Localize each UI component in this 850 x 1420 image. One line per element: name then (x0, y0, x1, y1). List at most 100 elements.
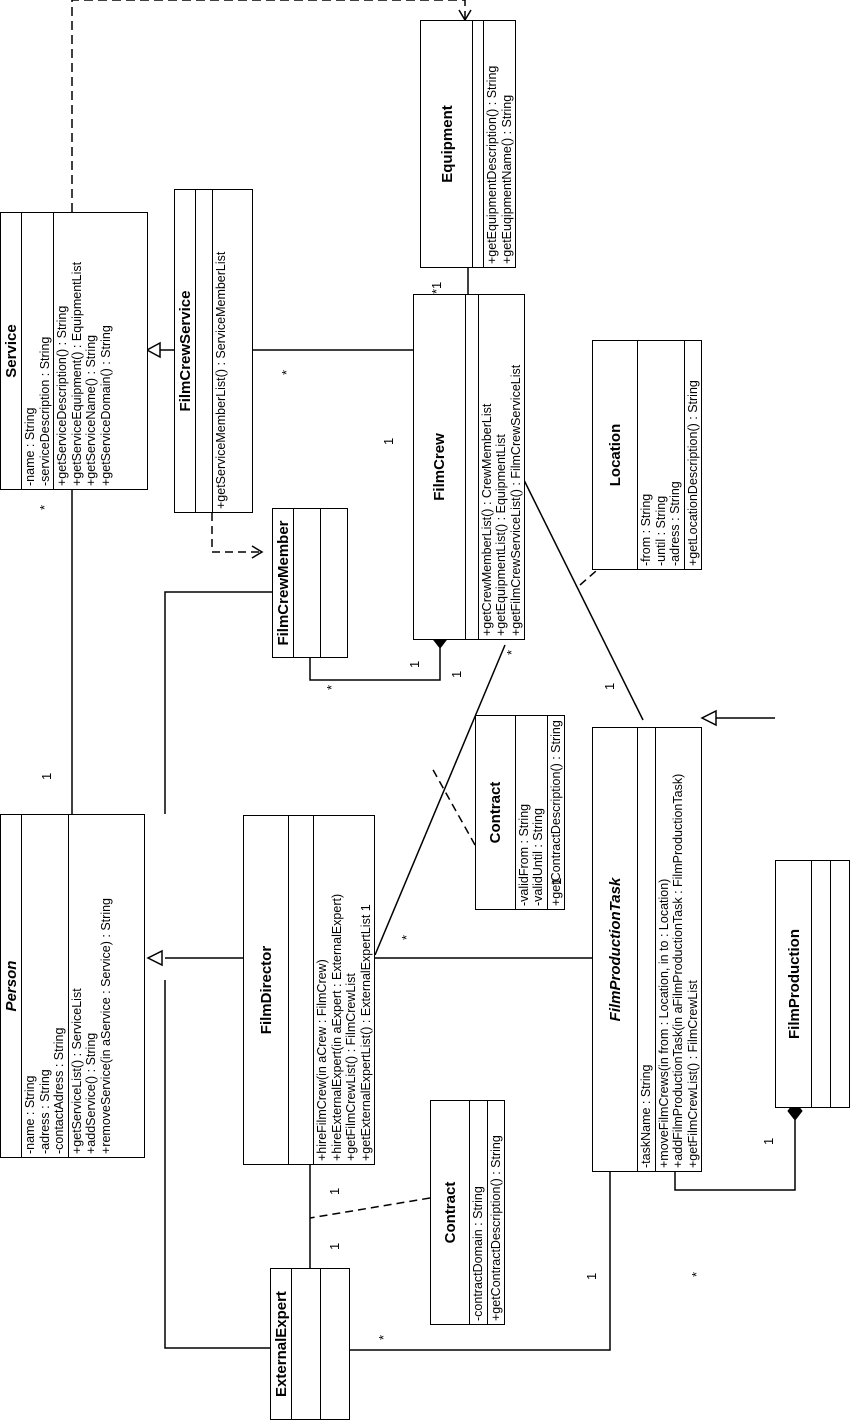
mult-fcs-filmcrew-crew: 1 (381, 437, 396, 445)
class-name: Contract (442, 1181, 459, 1244)
member-line: -validUntil : String (531, 808, 545, 906)
generalization-member-person (164, 591, 272, 814)
class-name: Contract (487, 781, 505, 844)
class-film-crew[interactable]: FilmCrew +getCrewMemberList() : CrewMemb… (413, 294, 525, 640)
mult-fcs-filmcrew-fcs: * (279, 369, 294, 375)
mult-director-task-task: 1 (549, 877, 564, 885)
member-line: +getServiceDomain() : String (98, 325, 113, 486)
member-line: +addFilmProductionTask(in aFilmProductio… (671, 773, 685, 1168)
operations-section: +moveFilmCrews(in from : Location, in to… (654, 728, 701, 1171)
attributes-section: -name : String-serviceDescription : Stri… (21, 213, 53, 489)
assoc-director-filmcrew (374, 644, 506, 956)
class-contract-expert[interactable]: Contract -contractDomain : String +getCo… (430, 1100, 505, 1325)
member-line: -taskName : String (639, 1064, 653, 1168)
member-line: +getServiceName() : String (84, 334, 98, 486)
contract-expert-link (309, 1197, 431, 1219)
member-line: +hireExternalExpert(in aExpert : Externa… (329, 893, 344, 1161)
mult-expert-task-expert: * (376, 1334, 391, 1340)
member-line: +getLocationDescription() : String (685, 380, 700, 566)
mult-crew-task-crew: 1 (602, 682, 617, 690)
generalization-expert-person (164, 980, 270, 1349)
dependency-fcs-member (211, 513, 262, 553)
assoc-filmcrew-task (519, 471, 644, 721)
attributes-section: -taskName : String (637, 728, 655, 1171)
mult-member-crew-crew: 1 (407, 660, 422, 668)
member-line: -contractDomain : String (471, 1186, 485, 1321)
class-name: ExternalExpert (273, 1291, 290, 1397)
class-person[interactable]: Person -name : String-adress : String-co… (0, 814, 145, 1158)
member-line: +getEquipmentList() : EquipmentList (494, 434, 508, 636)
mult-production-task-production: 1 (761, 1137, 776, 1145)
class-name: Location (607, 423, 624, 487)
operations-section: +hireFilmCrew(in aCrew : FilmCrew)+hireE… (313, 816, 374, 1164)
generalization-triangle-service (145, 341, 161, 359)
operations-section (830, 861, 849, 1107)
contract-crew-link (431, 767, 476, 846)
class-name: Person (3, 960, 20, 1012)
member-line: -from : String (639, 493, 653, 566)
mult-expert-task-task: 1 (584, 1272, 599, 1280)
attributes-section (291, 1269, 320, 1419)
attributes-section: -name : String-adress : String-contactAd… (21, 815, 68, 1157)
member-line: +getFilmCrewServiceList() : FilmCrewServ… (508, 364, 523, 636)
attributes-section (293, 509, 320, 657)
class-name: FilmProduction (785, 929, 803, 1039)
member-line: -name : String (23, 407, 37, 486)
dependency-arrow-member (251, 545, 264, 559)
mult-director-task-director: * (399, 934, 414, 940)
operations-section: +getLocationDescription() : String (683, 341, 701, 569)
class-name: FilmDirector (258, 945, 275, 1035)
mult-person-service-service: * (37, 504, 52, 510)
mult-crew-equipment: *1 (429, 281, 444, 294)
class-name: FilmProductionTask (607, 877, 624, 1022)
composition-production-task (674, 1120, 796, 1191)
mult-member-crew-member: * (324, 684, 339, 690)
member-line: +getExternalExpertList() : ExternalExper… (358, 904, 373, 1161)
member-line: +getFilmCrewList() : FilmCrewList (344, 973, 358, 1161)
attributes-section (472, 21, 483, 267)
member-line: +getFilmCrewList() : FilmCrewList (685, 980, 700, 1168)
class-equipment[interactable]: Equipment +getEquipmentDescription() : S… (420, 20, 516, 268)
class-film-production-task[interactable]: FilmProductionTask -taskName : String +m… (592, 727, 702, 1172)
class-film-crew-service[interactable]: FilmCrewService +getServiceMemberList() … (174, 189, 253, 513)
member-line: +moveFilmCrews(in from : Location, in to… (656, 878, 671, 1168)
member-line: +getServiceEquipment() : EquipmentList (69, 261, 84, 486)
assoc-expert-task (323, 1172, 611, 1351)
member-line: -serviceDescription : String (37, 336, 52, 486)
operations-section (320, 1269, 349, 1419)
member-line: -validFrom : String (516, 803, 531, 906)
class-name: FilmCrewMember (275, 520, 292, 646)
class-location[interactable]: Location -from : String-until : String-a… (592, 340, 702, 570)
class-service[interactable]: Service -name : String-serviceDescriptio… (0, 212, 148, 490)
member-line: -contactAdress : String (52, 1027, 66, 1154)
operations-section: +getServiceMemberList() : ServiceMemberL… (212, 190, 252, 512)
attributes-section: -validFrom : String-validUntil : String (514, 716, 547, 909)
attributes-section (195, 190, 212, 512)
generalization-triangle-task (700, 709, 717, 727)
member-line: -adress : String (37, 1069, 52, 1154)
class-film-production[interactable]: FilmProduction (775, 860, 850, 1108)
class-film-crew-member[interactable]: FilmCrewMember (272, 508, 348, 658)
member-line: +removeService(in aService : Service) : … (98, 898, 113, 1154)
attributes-section (288, 816, 313, 1164)
composition-member-filmcrew (309, 648, 441, 681)
class-name: Service (3, 324, 20, 378)
member-line: +addService() : String (84, 1032, 98, 1154)
attributes-section: -from : String-until : String-adress : S… (637, 341, 684, 569)
member-line: +getServiceMemberList() : ServiceMemberL… (214, 251, 228, 509)
operations-section: +getCrewMemberList() : CrewMemberList+ge… (477, 295, 524, 639)
member-line: -until : String (653, 495, 668, 566)
class-external-expert[interactable]: ExternalExpert (270, 1268, 350, 1420)
attributes-section (464, 295, 478, 639)
member-line: +hireFilmCrew(in aCrew : FilmCrew) (315, 959, 329, 1161)
class-film-director[interactable]: FilmDirector +hireFilmCrew(in aCrew : Fi… (243, 815, 375, 1165)
attributes-section: -contractDomain : String (469, 1101, 487, 1324)
mult-person-service-person: 1 (39, 772, 54, 780)
operations-section: +getEquipmentDescription() : String+getE… (483, 21, 515, 267)
class-name: FilmCrew (431, 433, 449, 501)
mult-director-expert-director: 1 (327, 1187, 342, 1195)
member-line: +getEquipmentDescription() : String (485, 65, 499, 264)
